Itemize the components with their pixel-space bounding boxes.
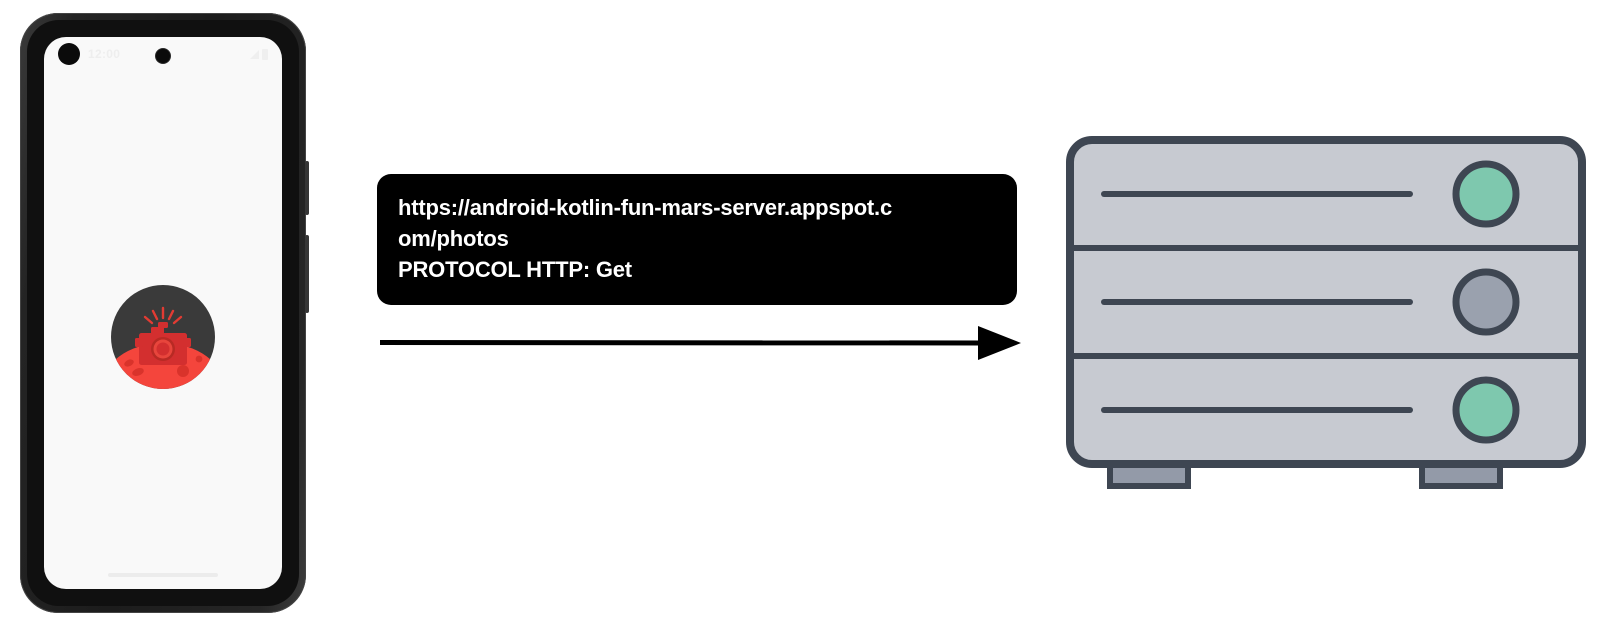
status-bar: 12:00 [44, 37, 282, 71]
rack-unit-3 [1101, 376, 1520, 444]
camera-icon [156, 49, 170, 63]
request-arrow [378, 320, 1028, 371]
web-server [1062, 126, 1590, 503]
callout-url-line-2: om/photos [398, 226, 509, 251]
volume-button[interactable] [305, 235, 309, 313]
battery-icon [262, 48, 268, 60]
gesture-navigation-bar[interactable] [108, 573, 218, 577]
phone-screen: 12:00 [44, 37, 282, 589]
rack-unit-2 [1101, 268, 1520, 336]
status-bar-icons [250, 48, 268, 60]
mars-photos-app-icon[interactable] [111, 285, 215, 394]
status-bar-time: 12:00 [88, 47, 121, 61]
phone-bezel: 12:00 [27, 20, 299, 606]
phone-mockup: 12:00 [20, 13, 309, 613]
power-button[interactable] [305, 161, 309, 215]
status-dot-icon [58, 43, 80, 65]
callout-url-line-1: https://android-kotlin-fun-mars-server.a… [398, 195, 893, 220]
signal-icon [250, 49, 259, 59]
http-request-callout: https://android-kotlin-fun-mars-server.a… [377, 174, 1017, 305]
callout-protocol-line: PROTOCOL HTTP: Get [398, 257, 632, 282]
rack-unit-1 [1101, 160, 1520, 228]
